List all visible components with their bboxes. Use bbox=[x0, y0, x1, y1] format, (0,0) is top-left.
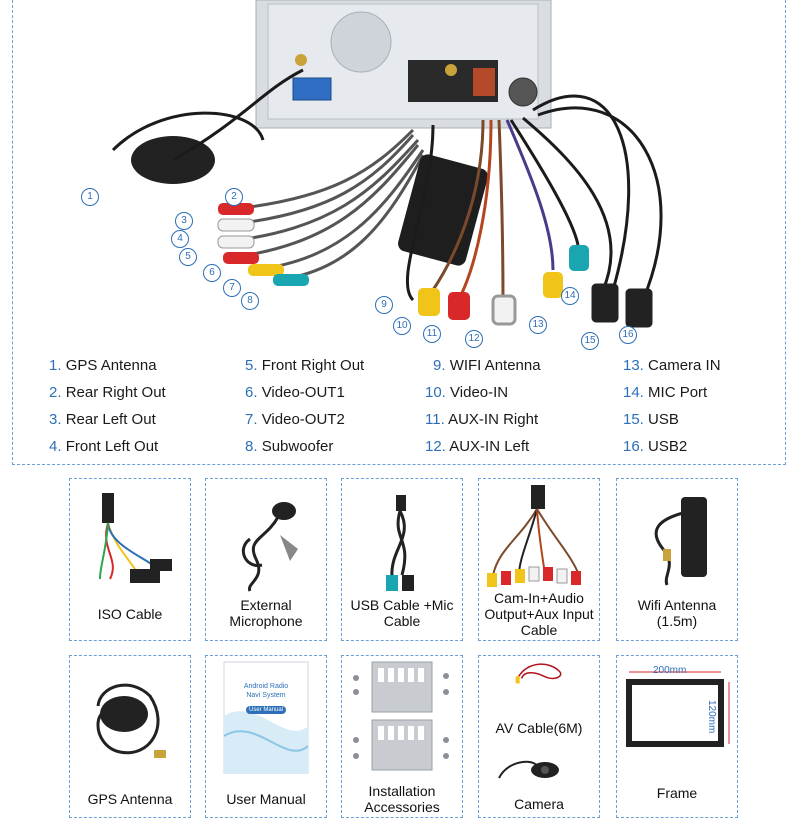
legend-item: 12. AUX-IN Left bbox=[425, 438, 530, 455]
accessory-card-frame: 200mm 120mm Frame bbox=[616, 655, 738, 818]
accessory-label: AV Cable(6M) bbox=[495, 720, 583, 736]
legend-item: 6. Video-OUT1 bbox=[245, 384, 345, 401]
rca-input-bundle bbox=[418, 119, 589, 326]
rca-plugs-left bbox=[217, 203, 309, 286]
callout-8: 8 bbox=[241, 292, 259, 310]
connection-diagram-panel: 1 2 3 4 5 6 7 8 9 10 11 12 13 14 15 16 1… bbox=[12, 0, 786, 465]
accessory-card-usb-mic-cable: USB Cable +Mic Cable bbox=[341, 478, 463, 641]
callout-16: 16 bbox=[619, 326, 637, 344]
accessory-card-installation-accessories: Installation Accessories bbox=[341, 655, 463, 818]
legend-item: 1. GPS Antenna bbox=[49, 357, 157, 374]
accessory-card-iso-cable: ISO Cable bbox=[69, 478, 191, 641]
legend-item: 5. Front Right Out bbox=[245, 357, 365, 374]
callout-9: 9 bbox=[375, 296, 393, 314]
multi-rca-cable-icon bbox=[487, 485, 581, 587]
accessory-label: Cam-In+Audio Output+Aux Input Cable bbox=[484, 590, 594, 638]
mounting-bracket-icon bbox=[353, 661, 449, 771]
callout-12: 12 bbox=[465, 330, 483, 348]
callout-13: 13 bbox=[529, 316, 547, 334]
user-manual-icon bbox=[223, 661, 309, 774]
gps-antenna-icon bbox=[96, 683, 166, 758]
frame-icon bbox=[626, 671, 730, 747]
frame-width-label: 200mm bbox=[653, 665, 687, 676]
legend-item: 9. WIFI Antenna bbox=[433, 357, 541, 374]
accessory-card-external-microphone: External Microphone bbox=[205, 478, 327, 641]
accessory-label: User Manual bbox=[226, 791, 306, 807]
legend-item: 16. USB2 bbox=[623, 438, 688, 455]
camera-label: Camera bbox=[514, 796, 564, 812]
wifi-antenna bbox=[398, 124, 488, 302]
callout-4: 4 bbox=[171, 230, 189, 248]
wifi-antenna-icon bbox=[654, 497, 707, 586]
accessory-label: Installation Accessories bbox=[364, 783, 440, 815]
callout-11: 11 bbox=[423, 325, 441, 343]
iso-cable-icon bbox=[99, 493, 172, 583]
callout-1: 1 bbox=[81, 188, 99, 206]
legend-item: 10. Video-IN bbox=[425, 384, 509, 401]
frame-height-label: 120mm bbox=[706, 700, 717, 734]
camera-icon bbox=[498, 760, 559, 779]
legend-item: 13. Camera IN bbox=[623, 357, 721, 374]
callout-5: 5 bbox=[179, 248, 197, 266]
accessory-label: Frame bbox=[656, 785, 698, 801]
accessory-card-user-manual: Android Radio Navi System User Manual Us… bbox=[205, 655, 327, 818]
callout-3: 3 bbox=[175, 212, 193, 230]
legend-item: 8. Subwoofer bbox=[245, 438, 334, 455]
callout-2: 2 bbox=[225, 188, 243, 206]
callout-15: 15 bbox=[581, 332, 599, 350]
rca-output-bundle bbox=[222, 128, 425, 282]
legend-item: 4. Front Left Out bbox=[49, 438, 159, 455]
accessory-label: External Microphone bbox=[229, 597, 303, 629]
manual-subtitle: User Manual bbox=[248, 707, 283, 713]
accessory-card-cam-audio-aux-cable: Cam-In+Audio Output+Aux Input Cable bbox=[478, 478, 600, 641]
manual-title: Android Radio Navi System bbox=[243, 683, 289, 699]
legend-item: 2. Rear Right Out bbox=[49, 384, 166, 401]
callout-6: 6 bbox=[203, 264, 221, 282]
legend-item: 7. Video-OUT2 bbox=[245, 411, 345, 428]
legend-item: 15. USB bbox=[623, 411, 679, 428]
callout-7: 7 bbox=[223, 279, 241, 297]
legend-item: 11. AUX-IN Right bbox=[425, 411, 539, 428]
accessory-card-gps-antenna: GPS Antenna bbox=[69, 655, 191, 818]
port-legend: 1. GPS Antenna 2. Rear Right Out 3. Rear… bbox=[49, 357, 769, 457]
gps-antenna-puck bbox=[111, 68, 304, 184]
accessory-label: ISO Cable bbox=[97, 606, 163, 622]
callout-14: 14 bbox=[561, 287, 579, 305]
legend-item: 3. Rear Left Out bbox=[49, 411, 156, 428]
wiring-diagram bbox=[111, 0, 663, 328]
usb-cables bbox=[522, 94, 663, 328]
accessory-label: GPS Antenna bbox=[87, 791, 173, 807]
accessory-card-av-cable: AV Cable(6M) Camera bbox=[478, 655, 600, 818]
accessory-label: USB Cable +Mic Cable bbox=[350, 597, 454, 629]
av-cable-icon bbox=[515, 663, 562, 684]
microphone-icon bbox=[241, 502, 298, 592]
legend-item: 14. MIC Port bbox=[623, 384, 708, 401]
accessory-label: Wifi Antenna (1.5m) bbox=[637, 597, 717, 629]
usb-cable-icon bbox=[386, 495, 414, 591]
accessory-card-wifi-antenna: Wifi Antenna (1.5m) bbox=[616, 478, 738, 641]
head-unit-chassis bbox=[255, 0, 552, 129]
callout-10: 10 bbox=[393, 317, 411, 335]
